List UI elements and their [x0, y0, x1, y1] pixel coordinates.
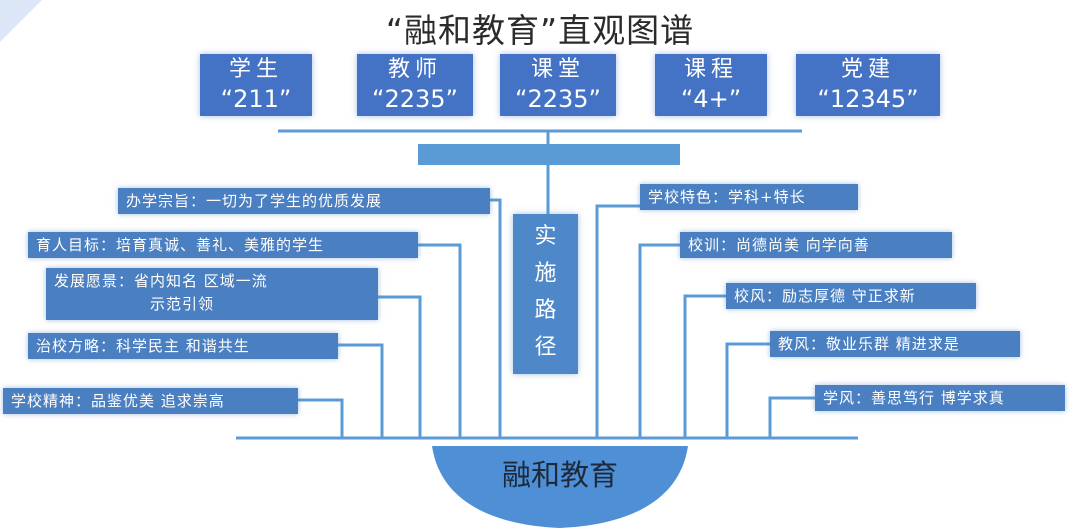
left-connector-4 [338, 343, 384, 438]
right-connector-4 [725, 342, 770, 438]
top-box-party-building: 党建 “12345” [796, 54, 940, 116]
base-label: 融和教育 [501, 458, 618, 492]
right-connector-1 [595, 204, 640, 438]
implementation-path-char: 径 [534, 335, 557, 360]
left-item-mission: 办学宗旨：一切为了学生的优质发展 [118, 188, 490, 214]
right-item-motto: 校训：尚德尚美 向学向善 [680, 232, 952, 258]
implementation-path-char: 实 [534, 224, 557, 249]
top-box-title: 学生 [228, 57, 283, 82]
left-item-governance: 治校方略：科学民主 和谐共生 [28, 333, 338, 359]
top-box-title: 课程 [683, 57, 738, 82]
center-crossbar [418, 144, 680, 165]
page-title: “融和教育”直观图谱 [385, 11, 695, 50]
right-item-teaching-ethos: 教风：敬业乐群 精进求是 [770, 331, 1020, 357]
top-box-code: “2235” [372, 85, 458, 113]
top-box-code: “211” [220, 85, 292, 113]
left-item-vision: 发展愿景：省内知名 区域一流 示范引领 [46, 268, 378, 320]
left-connector-5 [298, 398, 344, 438]
top-box-title: 课堂 [530, 57, 585, 82]
base-bowl [432, 446, 688, 528]
top-box-code: “4+” [680, 85, 742, 113]
top-box-students: 学生 “211” [200, 54, 312, 116]
left-connector-2 [418, 243, 462, 438]
top-box-title: 教师 [387, 57, 442, 82]
vision-line-1: 发展愿景：省内知名 区域一流 [54, 272, 268, 290]
left-item-school-spirit: 学校精神：品鉴优美 追求崇高 [3, 388, 298, 414]
right-connector-3 [683, 294, 726, 438]
top-box-classroom: 课堂 “2235” [500, 54, 616, 116]
top-box-code: “12345” [817, 85, 919, 113]
corner-decoration [0, 0, 42, 42]
right-item-study-ethos: 学风：善思笃行 博学求真 [815, 385, 1065, 411]
left-item-education-goal: 育人目标：培育真诚、善礼、美雅的学生 [28, 232, 418, 258]
top-box-curriculum: 课程 “4+” [655, 54, 767, 116]
top-box-teachers: 教师 “2235” [357, 54, 473, 116]
left-connector-3 [378, 295, 422, 438]
vision-line-2: 示范引领 [150, 295, 215, 313]
right-connector-5 [768, 396, 815, 438]
top-box-title: 党建 [840, 57, 895, 82]
implementation-path-char: 施 [534, 261, 557, 286]
implementation-path-box: 实 施 路 径 [513, 214, 578, 374]
implementation-path-char: 路 [534, 298, 557, 323]
right-item-school-ethos: 校风：励志厚德 守正求新 [726, 283, 976, 309]
top-box-code: “2235” [515, 85, 601, 113]
right-connector-2 [638, 243, 680, 438]
left-connector-1 [490, 198, 502, 438]
right-item-features: 学校特色：学科+特长 [640, 184, 858, 210]
